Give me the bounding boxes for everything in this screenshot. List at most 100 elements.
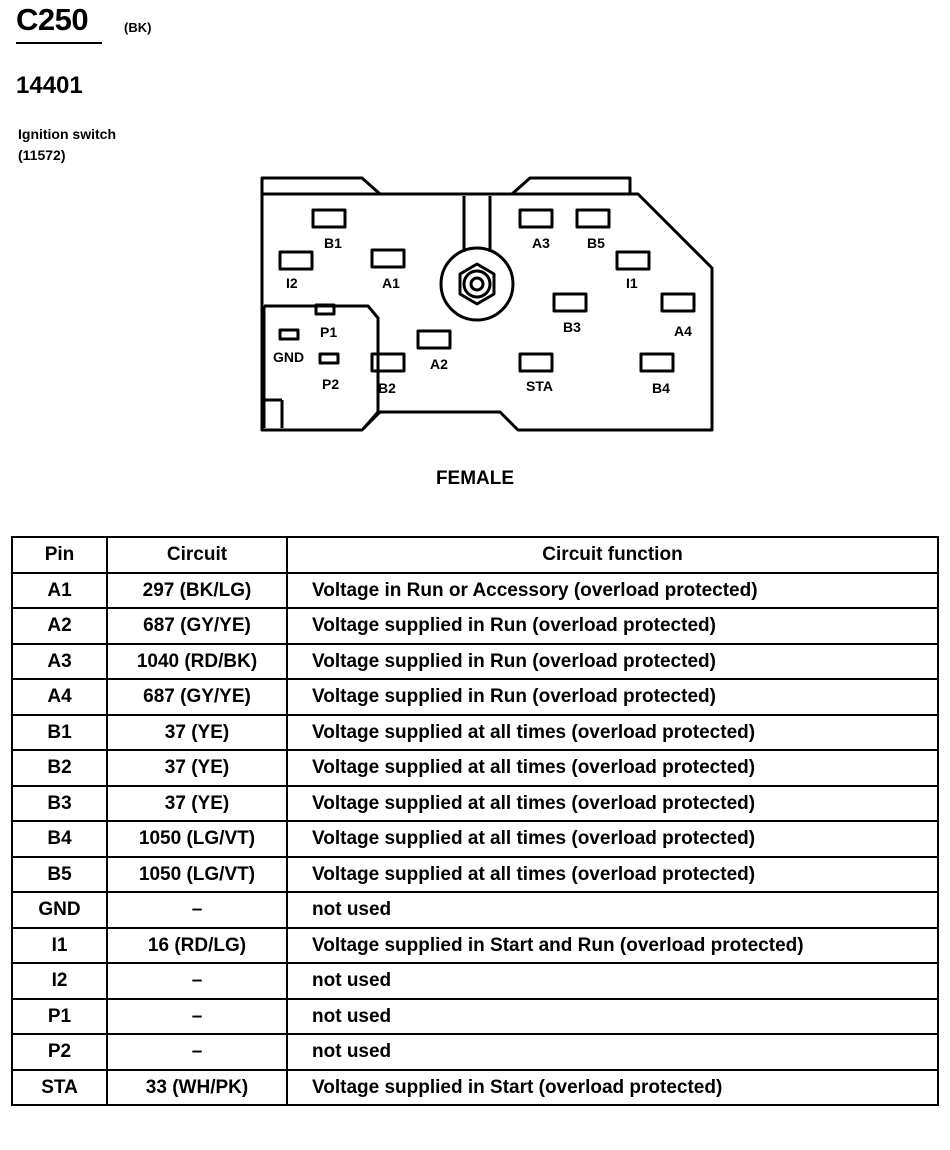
circuit-cell: 1050 (LG/VT) [106,820,288,858]
pin-cell: I2 [11,962,108,1000]
pin-cell: STA [11,1068,108,1106]
table-row: P2 – not used [11,1033,939,1071]
header-circuit: Circuit [106,536,288,574]
header-circuit-function: Circuit function [286,536,939,574]
pin-cell: I1 [11,926,108,964]
function-cell: Voltage supplied at all times (overload … [286,855,939,893]
table-row: B5 1050 (LG/VT) Voltage supplied at all … [11,855,939,893]
circuit-cell: 687 (GY/YE) [106,607,288,645]
cavity-P2 [318,352,340,365]
pin-label-P2: P2 [322,376,339,392]
table-row: B2 37 (YE) Voltage supplied at all times… [11,749,939,787]
stud-hex-nut [458,262,496,306]
circuit-cell: 1050 (LG/VT) [106,855,288,893]
cavity-B1 [311,208,347,229]
circuit-cell: – [106,891,288,929]
table-row: A2 687 (GY/YE) Voltage supplied in Run (… [11,607,939,645]
circuit-cell: – [106,1033,288,1071]
stud-boss [439,246,515,322]
pin-label-B1: B1 [324,235,342,251]
cavity-B4 [639,352,675,373]
pin-cell: GND [11,891,108,929]
function-cell: Voltage supplied at all times (overload … [286,820,939,858]
cavity-P1 [314,303,336,316]
pin-label-A1: A1 [382,275,400,291]
circuit-cell: 16 (RD/LG) [106,926,288,964]
latch-tab-right [511,176,632,196]
function-cell: Voltage in Run or Accessory (overload pr… [286,571,939,609]
function-cell: Voltage supplied in Run (overload protec… [286,607,939,645]
pin-label-I1: I1 [626,275,638,291]
connector-id-underline [16,42,102,44]
pin-cell: B2 [11,749,108,787]
cavity-B2 [370,352,406,373]
latch-tab-left [260,176,381,196]
pin-cell: A3 [11,642,108,680]
circuit-cell: – [106,997,288,1035]
connector-color: (BK) [124,20,152,35]
circuit-cell: – [106,962,288,1000]
pin-cell: B3 [11,784,108,822]
cavity-A2 [416,329,452,350]
table-row: STA 33 (WH/PK) Voltage supplied in Start… [11,1068,939,1106]
component-info: Ignition switch (11572) [18,124,116,166]
function-cell: not used [286,962,939,1000]
table-row: I2 – not used [11,962,939,1000]
table-row: B1 37 (YE) Voltage supplied at all times… [11,713,939,751]
pin-cell: A2 [11,607,108,645]
table-row: A3 1040 (RD/BK) Voltage supplied in Run … [11,642,939,680]
connector-id: C250 [16,2,89,37]
pin-label-I2: I2 [286,275,298,291]
connector-housing [260,192,714,432]
function-cell: Voltage supplied at all times (overload … [286,713,939,751]
cavity-GND [278,328,300,341]
pin-table: Pin Circuit Circuit function A1 297 (BK/… [11,536,939,1106]
pin-label-B2: B2 [378,380,396,396]
circuit-cell: 297 (BK/LG) [106,571,288,609]
cavity-A1 [370,248,406,269]
table-row: A1 297 (BK/LG) Voltage in Run or Accesso… [11,571,939,609]
pin-label-B3: B3 [563,319,581,335]
pin-cell: B4 [11,820,108,858]
pin-cell: P1 [11,997,108,1035]
circuit-cell: 37 (YE) [106,713,288,751]
pin-label-P1: P1 [320,324,337,340]
cavity-B5 [575,208,611,229]
table-header-row: Pin Circuit Circuit function [11,536,939,574]
pin-label-GND: GND [273,349,304,365]
stud-center [469,276,485,292]
pin-cell: B5 [11,855,108,893]
circuit-cell: 1040 (RD/BK) [106,642,288,680]
circuit-cell: 687 (GY/YE) [106,678,288,716]
circuit-cell: 37 (YE) [106,749,288,787]
pin-cell: B1 [11,713,108,751]
component-name: Ignition switch [18,126,116,142]
function-cell: not used [286,1033,939,1071]
function-cell: Voltage supplied at all times (overload … [286,749,939,787]
lower-left-pocket [262,304,380,429]
function-cell: not used [286,997,939,1035]
cavity-I1 [615,250,651,271]
table-row: B4 1050 (LG/VT) Voltage supplied at all … [11,820,939,858]
pin-label-B4: B4 [652,380,670,396]
view-label: FEMALE [435,468,515,489]
circuit-cell: 33 (WH/PK) [106,1068,288,1106]
stud-inner-ring [462,269,492,299]
function-cell: Voltage supplied in Start (overload prot… [286,1068,939,1106]
function-cell: not used [286,891,939,929]
pin-label-STA: STA [526,378,553,394]
cavity-A3 [518,208,554,229]
function-cell: Voltage supplied at all times (overload … [286,784,939,822]
part-number: 14401 [16,72,83,99]
cavity-B3 [552,292,588,313]
pin-cell: A1 [11,571,108,609]
pin-cell: A4 [11,678,108,716]
table-row: P1 – not used [11,997,939,1035]
table-row: GND – not used [11,891,939,929]
pin-cell: P2 [11,1033,108,1071]
circuit-cell: 37 (YE) [106,784,288,822]
table-row: A4 687 (GY/YE) Voltage supplied in Run (… [11,678,939,716]
function-cell: Voltage supplied in Run (overload protec… [286,642,939,680]
pin-label-B5: B5 [587,235,605,251]
function-cell: Voltage supplied in Run (overload protec… [286,678,939,716]
